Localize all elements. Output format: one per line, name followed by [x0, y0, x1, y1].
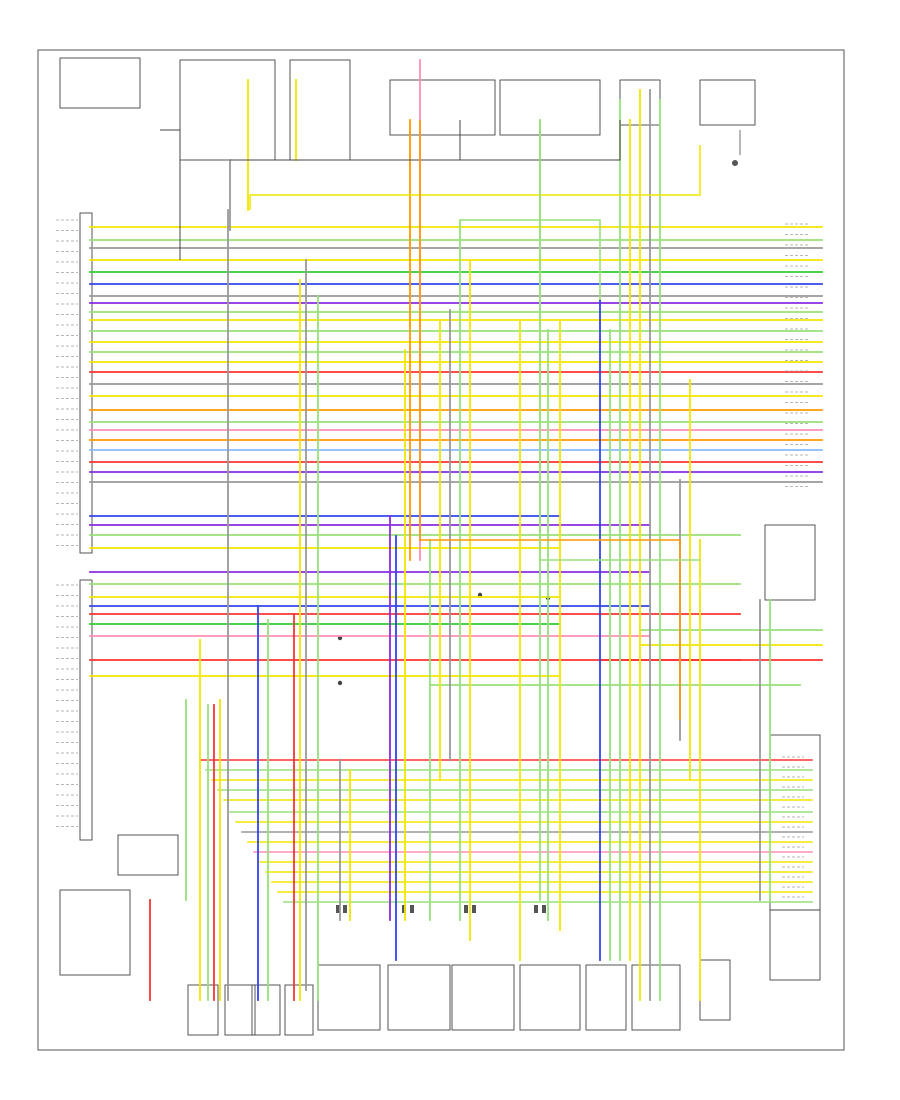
connector-icon: [472, 905, 476, 913]
bottom-component-3: [284, 984, 314, 1036]
connector-icon: [534, 905, 538, 913]
bottom-component-4: [317, 964, 381, 1031]
connector-icon: [410, 905, 414, 913]
green-route: [460, 219, 601, 300]
diagram-frame: [37, 49, 845, 1051]
connector-icon: [343, 905, 347, 913]
brake-switch-assembly: [389, 79, 496, 136]
connector-icon: [402, 905, 406, 913]
connector-icon: [336, 905, 340, 913]
bottom-component-8: [585, 964, 627, 1031]
clutch-switch-assembly: [499, 79, 601, 136]
right-lower-module: [769, 909, 821, 981]
accelerator-pedal-sensor-block: [59, 889, 131, 976]
ignition-switch: [179, 59, 276, 161]
bottom-component-1: [224, 984, 256, 1036]
top-return-wire: [230, 120, 461, 161]
bottom-component-10: [699, 959, 731, 1021]
green-route-2: [539, 120, 700, 561]
left-ecu-feed: [160, 129, 181, 260]
labels-layer: [56, 219, 808, 898]
bottom-component-7: [519, 964, 581, 1031]
top-right-sensor: [699, 79, 756, 126]
connector-icon: [542, 905, 546, 913]
ground-symbol-icon: [337, 680, 343, 686]
wires-layer: [89, 59, 823, 1001]
hot-at-all-times-fuse: [289, 59, 351, 161]
connector-icon: [464, 905, 468, 913]
bottom-component-9: [631, 964, 681, 1031]
electronic-throttle-module: [117, 834, 179, 876]
engine-control-module-connector-a: [79, 212, 93, 554]
engine-control-module-connector-b: [79, 579, 93, 841]
bottom-component-5: [387, 964, 451, 1031]
ground-symbol-icon: [732, 160, 738, 166]
bottom-component-2: [251, 984, 281, 1036]
orange-route: [419, 120, 681, 720]
bottom-component-6: [451, 964, 515, 1031]
bottom-component-0: [187, 984, 219, 1036]
fuse-relay-box: [59, 57, 141, 109]
top-yellow-loop: [249, 145, 701, 210]
right-control-unit: [764, 524, 816, 601]
top-return-wire-2: [300, 120, 621, 161]
